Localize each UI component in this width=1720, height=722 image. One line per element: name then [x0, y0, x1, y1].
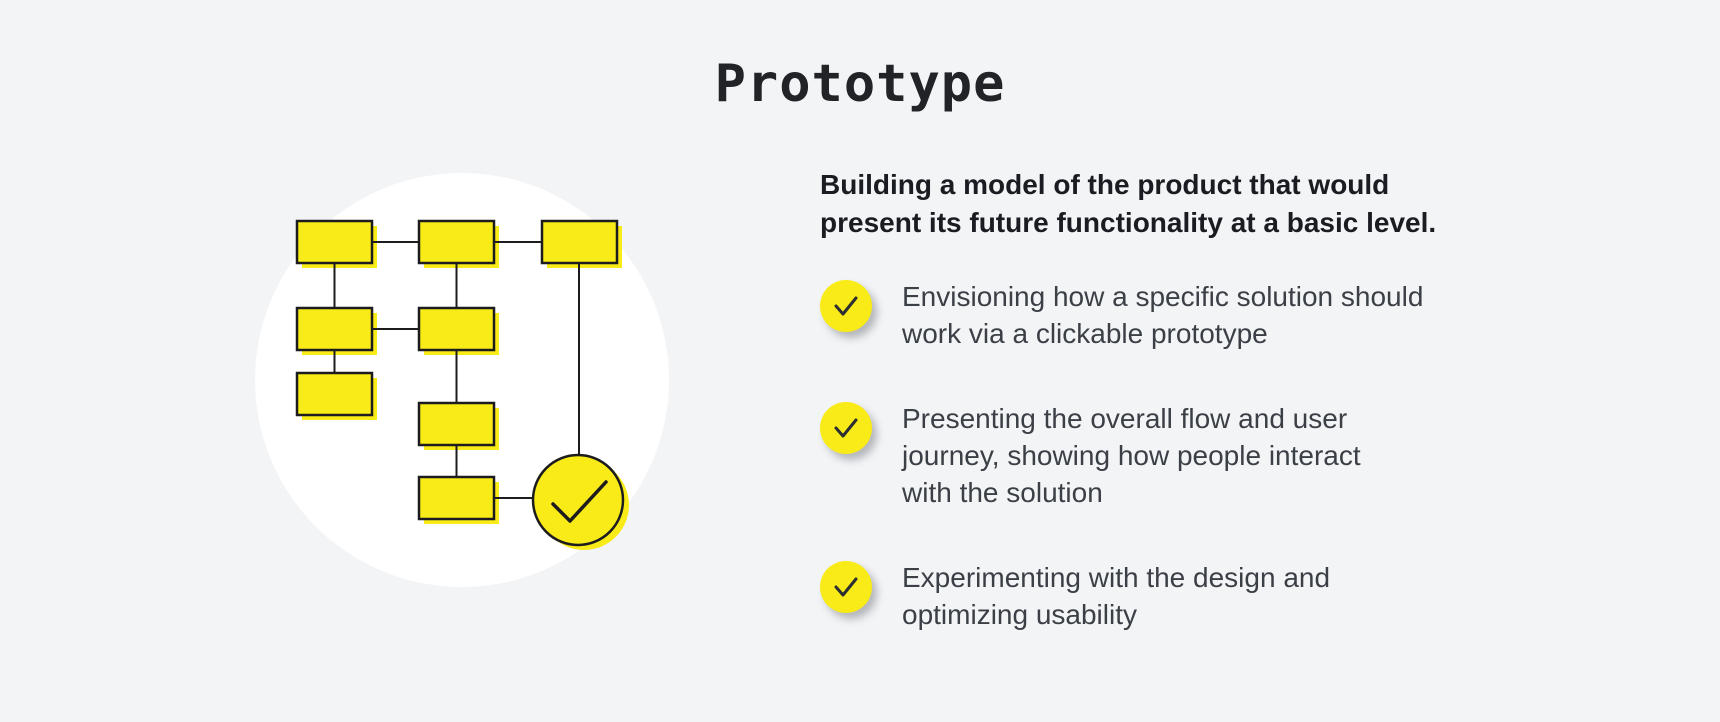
bullet-line: Experimenting with the design and [902, 562, 1331, 593]
bullet-line: work via a clickable prototype [902, 318, 1268, 349]
flow-node [295, 371, 374, 417]
flow-node [295, 219, 374, 265]
bullet-text: Presenting the overall flow and user jou… [902, 400, 1361, 511]
bullet-text: Envisioning how a specific solution shou… [902, 278, 1423, 352]
check-icon [820, 402, 872, 454]
list-item: Experimenting with the design and optimi… [820, 559, 1485, 633]
bullet-line: Presenting the overall flow and user [902, 403, 1348, 434]
intro-line: Building a model of the product that wou… [820, 169, 1390, 200]
flow-node [295, 306, 374, 352]
bullet-text: Experimenting with the design and optimi… [902, 559, 1330, 633]
flow-check-node [531, 453, 625, 547]
flow-connectors [333, 241, 580, 499]
list-item: Envisioning how a specific solution shou… [820, 278, 1485, 352]
check-icon [820, 561, 872, 613]
flow-node [417, 306, 496, 352]
bullet-line: optimizing usability [902, 599, 1137, 630]
check-icon [820, 280, 872, 332]
bullet-line: journey, showing how people interact [902, 440, 1361, 471]
intro-text: Building a model of the product that wou… [820, 166, 1485, 242]
bullet-line: with the solution [902, 477, 1103, 508]
flow-node [417, 401, 496, 447]
page-title: Prototype [714, 54, 1006, 114]
flow-node [417, 219, 496, 265]
intro-line: present its future functionality at a ba… [820, 207, 1437, 238]
flow-nodes [295, 219, 619, 521]
list-item: Presenting the overall flow and user jou… [820, 400, 1485, 511]
check-icon [551, 480, 608, 523]
content-column: Building a model of the product that wou… [820, 166, 1485, 633]
bullet-line: Envisioning how a specific solution shou… [902, 281, 1424, 312]
flow-node [540, 219, 619, 265]
bullet-list: Envisioning how a specific solution shou… [820, 278, 1485, 633]
flowchart-check-illustration [255, 173, 669, 587]
flow-node [417, 475, 496, 521]
